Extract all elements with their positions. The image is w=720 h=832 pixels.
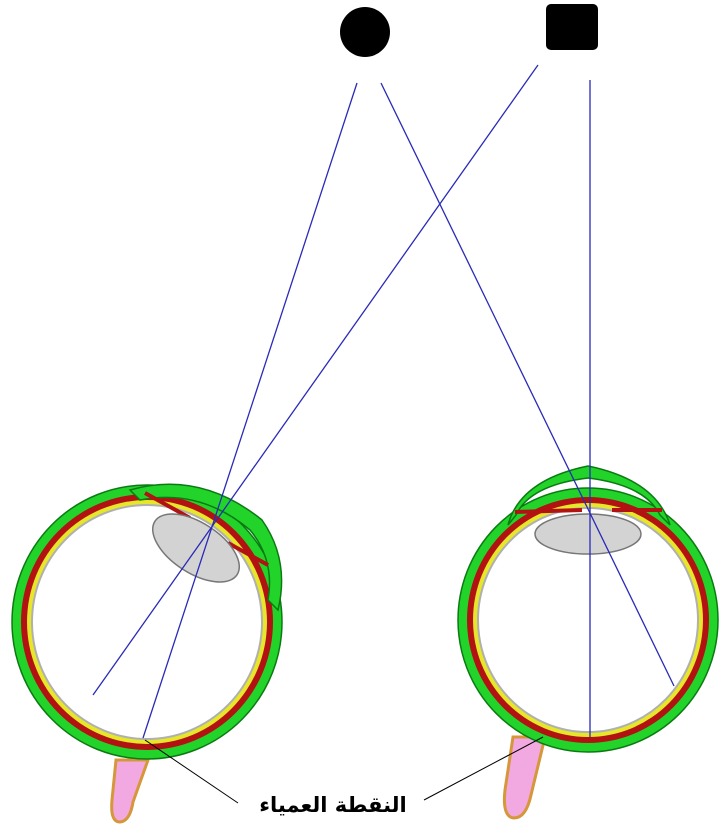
right-lens: [534, 513, 642, 555]
ray-square-to-left-eye: [92, 64, 539, 696]
right-cornea: [507, 465, 671, 526]
pointer-left: [144, 739, 239, 804]
ray-circle-to-right-eye: [380, 82, 675, 687]
left-iris-upper: [144, 491, 191, 520]
blind-spot-pointers: [144, 736, 544, 804]
left-optic-nerve: [110, 758, 151, 824]
light-rays: [92, 64, 675, 739]
left-eye: [11, 483, 283, 824]
left-iris-lower: [227, 541, 269, 567]
blind-spot-label: النقطة العمياء: [259, 793, 406, 817]
right-eye: [457, 465, 719, 820]
left-vitreous: [31, 504, 263, 740]
right-iris-left: [514, 508, 583, 514]
pointer-right: [423, 736, 544, 801]
left-cornea: [128, 483, 283, 612]
right-optic-nerve: [502, 735, 547, 820]
square-object: [546, 4, 598, 50]
circle-object: [340, 7, 390, 57]
ray-circle-to-left-eye: [142, 82, 358, 739]
